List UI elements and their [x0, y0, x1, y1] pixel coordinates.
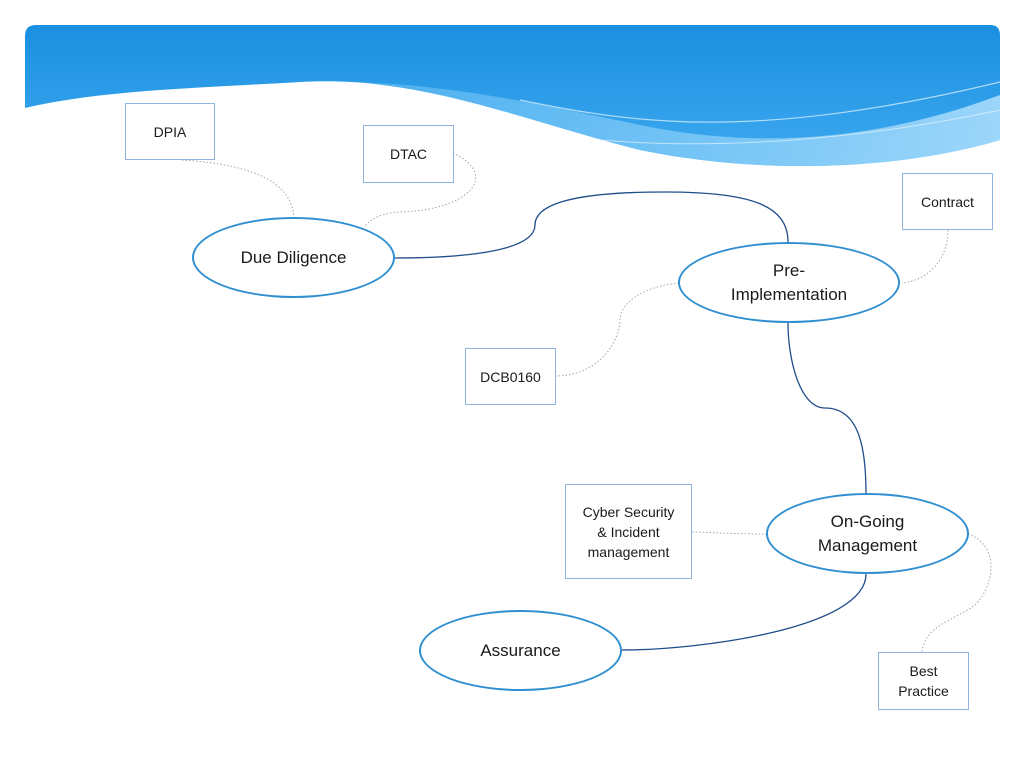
note-dpia-label: DPIA	[153, 123, 187, 140]
connector-dpia-to-due-diligence	[181, 159, 295, 219]
note-dtac-label: DTAC	[389, 146, 428, 162]
banner-wave-dark	[25, 25, 1000, 167]
node-on-going-management-label: On-Going Management	[817, 511, 918, 555]
note-cyber-security-label: Cyber Security & Incident management	[582, 503, 675, 560]
note-dcb0160[interactable]: DCB0160	[465, 348, 556, 405]
note-contract-label: Contract	[921, 193, 974, 210]
note-cyber-security[interactable]: Cyber Security & Incident management	[565, 484, 692, 579]
note-contract[interactable]: Contract	[902, 173, 993, 230]
node-due-diligence[interactable]: Due Diligence	[192, 217, 395, 298]
note-dcb0160-label: DCB0160	[480, 368, 541, 385]
node-assurance-label: Assurance	[480, 640, 561, 660]
connector-contract-to-pre-implementation	[901, 229, 949, 284]
connector-on-going-to-assurance	[621, 573, 867, 651]
connector-pre-implementation-to-on-going	[787, 322, 867, 495]
banner-wave-streak-2	[599, 109, 1001, 145]
connector-due-diligence-to-pre-implementation	[394, 191, 789, 259]
note-best-practice[interactable]: Best Practice	[878, 652, 969, 710]
note-dtac[interactable]: DTAC	[363, 125, 454, 183]
header-banner	[25, 25, 1001, 167]
node-pre-implementation[interactable]: Pre- Implementation	[678, 242, 900, 323]
banner-wave-streak	[519, 81, 1001, 123]
connector-best-practice-to-on-going	[921, 533, 992, 653]
node-pre-implementation-label: Pre- Implementation	[730, 260, 848, 304]
connector-dtac-to-due-diligence	[364, 152, 477, 227]
banner-wave-light	[300, 81, 1000, 167]
note-dpia[interactable]: DPIA	[125, 103, 215, 160]
node-assurance[interactable]: Assurance	[419, 610, 622, 691]
node-due-diligence-label: Due Diligence	[240, 247, 347, 267]
node-on-going-management[interactable]: On-Going Management	[766, 493, 969, 574]
connector-cyber-to-on-going	[691, 531, 769, 535]
note-best-practice-label: Best Practice	[898, 663, 949, 699]
connector-dcb0160-to-pre-implementation	[554, 282, 681, 377]
